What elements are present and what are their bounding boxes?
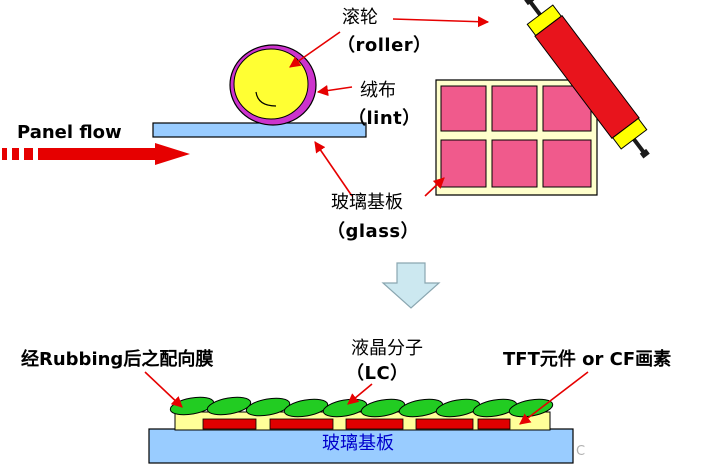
lint-label-cn: 绒布: [360, 80, 396, 101]
roller-label-arrow-right: [392, 16, 490, 28]
rubbing-label-arrow: [144, 371, 183, 408]
tft-element: [477, 418, 511, 430]
lc-molecule: [206, 396, 252, 416]
lc-molecules: [169, 396, 554, 418]
roller-label-en: （roller）: [337, 35, 432, 56]
lc-molecule: [245, 397, 291, 417]
glass-cell: [542, 139, 592, 188]
tft-label: TFT元件 or CF画素: [503, 349, 672, 370]
diagonal-roller: [524, 0, 650, 159]
tft-element: [202, 418, 257, 430]
lc-molecule: [283, 398, 329, 418]
tft-elements: [202, 418, 511, 430]
roller-wheel-curve: [255, 91, 277, 107]
glass-cell: [491, 139, 538, 188]
lc-label-cn: 液晶分子: [351, 338, 423, 359]
rubbing-label: 经Rubbing后之配向膜: [21, 349, 214, 370]
lc-label-arrow: [347, 383, 373, 405]
lc-molecule: [360, 398, 406, 418]
roller-label-cn: 滚轮: [342, 7, 378, 28]
bottom-substrate: [148, 428, 574, 464]
substrate-label: 玻璃基板: [322, 433, 394, 454]
roller-wheel: [233, 48, 309, 120]
glass-cell: [440, 139, 487, 188]
lc-molecule: [508, 398, 554, 418]
tft-element: [269, 418, 334, 430]
roller-label-arrow: [289, 31, 341, 68]
glass-label-en: （glass）: [327, 221, 420, 242]
lc-label-en: （LC）: [346, 363, 409, 384]
stage-plate: [152, 122, 367, 138]
glass-cell: [440, 85, 487, 132]
tft-element: [415, 418, 474, 430]
panel-flow-label: Panel flow: [17, 122, 122, 143]
panel-flow-arrow: [2, 143, 190, 165]
down-arrow: [381, 262, 441, 309]
glass-substrate-panel: [435, 79, 598, 196]
lint-label-arrow: [316, 84, 353, 97]
lint-label-en: （lint）: [348, 108, 421, 129]
corner-mark: C: [576, 444, 586, 459]
tft-label-arrow: [519, 371, 589, 425]
glass-label-cn: 玻璃基板: [331, 192, 403, 213]
glass-label-arrow-right: [424, 177, 445, 197]
glass-label-arrow: [314, 141, 353, 197]
tft-element: [345, 418, 404, 430]
glass-cell: [491, 85, 538, 132]
